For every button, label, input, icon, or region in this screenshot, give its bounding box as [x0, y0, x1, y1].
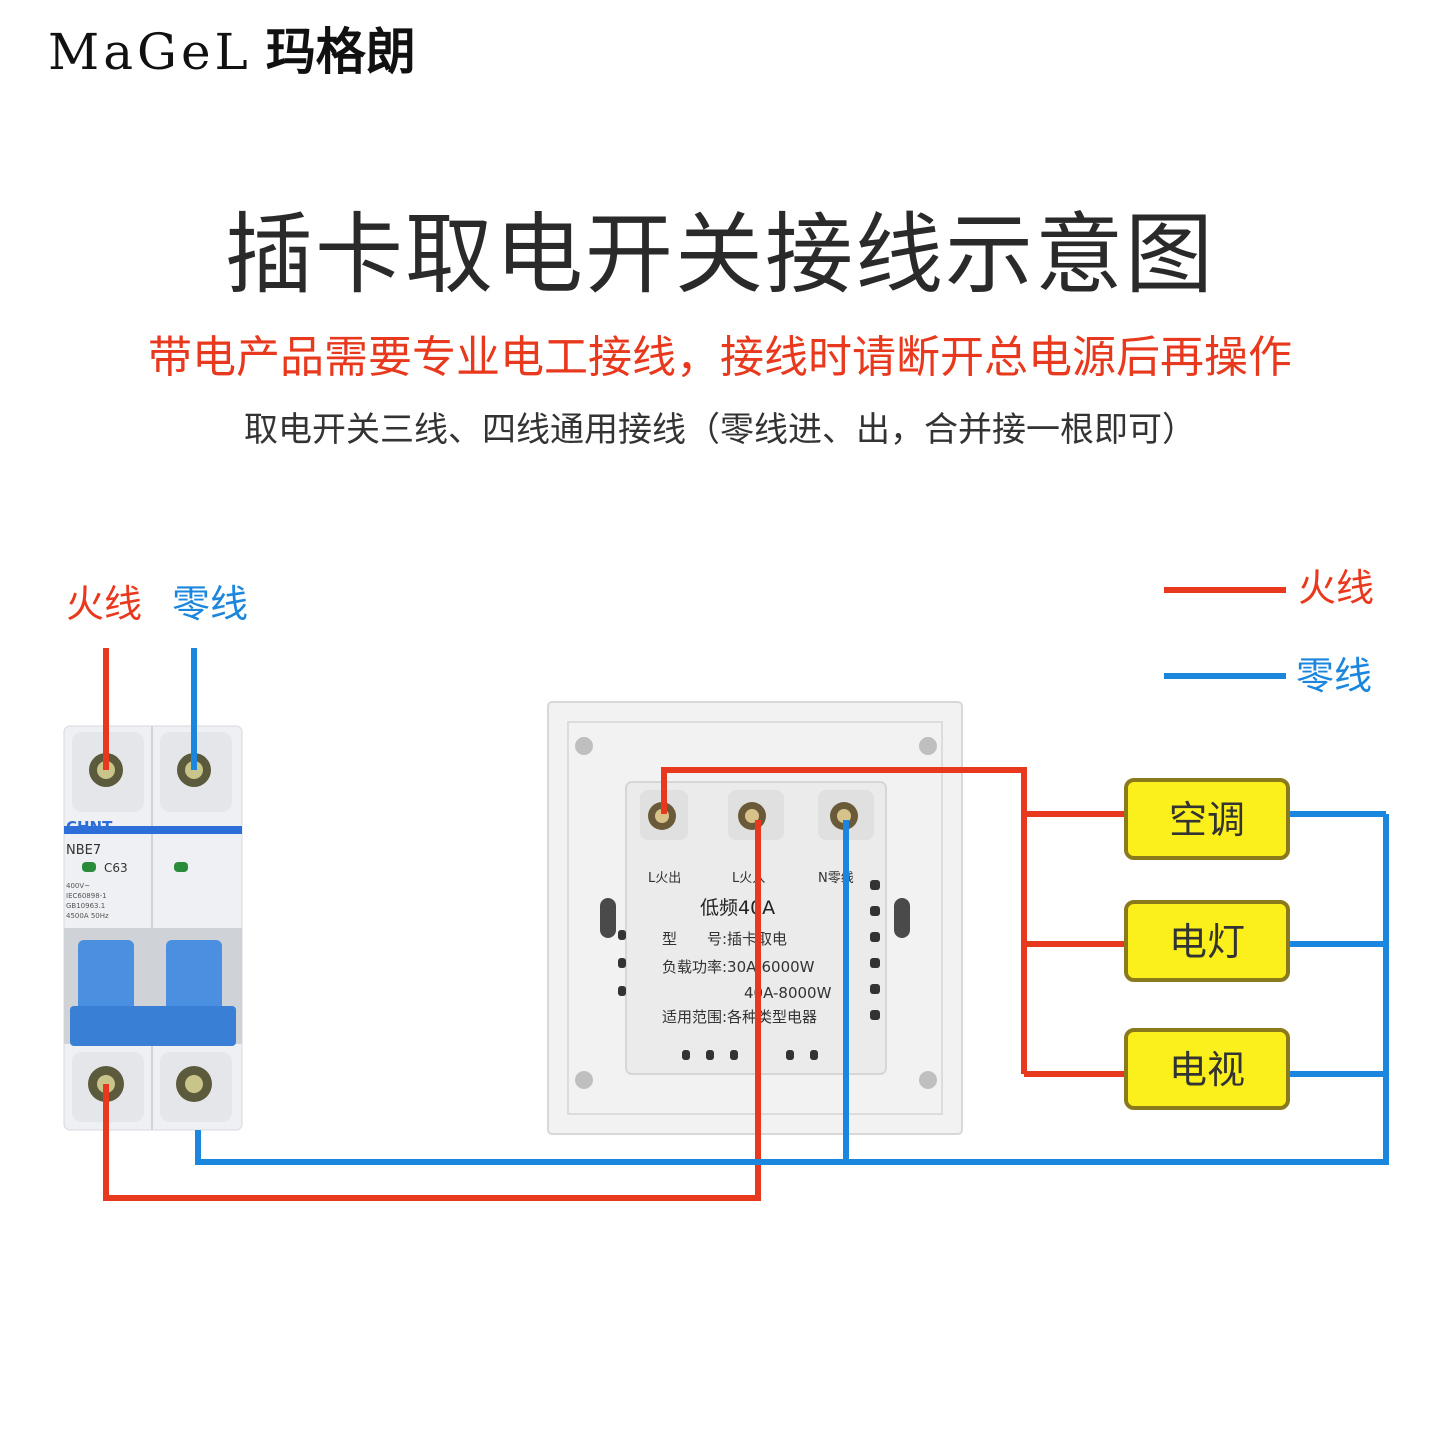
circuit-breaker: CHNT NBE7 C63 400V~ IEC60898-1 GB10963.1… — [63, 725, 243, 1131]
brand-cjk: 玛格朗 — [265, 23, 416, 81]
breaker-blue-band — [64, 826, 242, 834]
legend-live-label: 火线 — [1298, 566, 1375, 610]
page-title: 插卡取电开关接线示意图 — [224, 203, 1215, 306]
breaker-screw-bottom-right-core — [185, 1075, 203, 1093]
breaker-spec-4: 4500A 50Hz — [66, 912, 109, 920]
breaker-spec-3: GB10963.1 — [66, 902, 105, 910]
load-label-tv: 电视 — [1169, 1048, 1245, 1092]
breaker-rating: C63 — [104, 861, 128, 875]
wire-live-to-switch-in — [103, 820, 761, 1201]
load-label-light: 电灯 — [1169, 920, 1245, 964]
switch-model-label: 型 号:插卡取电 — [662, 930, 787, 948]
switch-screw-n-core — [837, 809, 851, 823]
loads: 空调 电灯 电视 — [1124, 778, 1290, 1110]
breaker-lever-right — [166, 940, 222, 1024]
switch-mount-slot-right — [894, 898, 910, 938]
switch-screw-in-core — [745, 809, 759, 823]
breaker-neutral-label: 零线 — [172, 582, 249, 626]
switch-corner-hole-bl — [575, 1071, 593, 1089]
breaker-indicator-left — [82, 862, 96, 872]
switch-frequency-label: 低频40A — [700, 897, 775, 919]
breaker-spec-2: IEC60898-1 — [66, 892, 107, 900]
switch-range-label: 适用范围:各种类型电器 — [662, 1008, 817, 1026]
breaker-indicator-right — [174, 862, 188, 872]
switch-power-label-2: 40A-8000W — [744, 984, 832, 1002]
load-box-light — [1124, 900, 1290, 982]
wiring-note: 取电开关三线、四线通用接线（零线进、出，合并接一根即可） — [244, 410, 1196, 450]
load-box-tv — [1124, 1028, 1290, 1110]
switch-mount-slot-left — [600, 898, 616, 938]
switch-corner-hole-tl — [575, 737, 593, 755]
brand-latin: MaGeL — [48, 23, 252, 81]
breaker-lever-left — [78, 940, 134, 1024]
breaker-model: NBE7 — [66, 843, 101, 858]
switch-corner-hole-br — [919, 1071, 937, 1089]
load-label-aircon: 空调 — [1169, 798, 1245, 842]
legend-neutral-label: 零线 — [1296, 654, 1373, 698]
switch-corner-hole-tr — [919, 737, 937, 755]
switch-vent-slots — [618, 880, 880, 1060]
wire-live-out-bus — [661, 767, 1027, 1074]
breaker-lever-bar — [70, 1006, 236, 1046]
breaker-brand: CHNT — [66, 818, 113, 836]
wires — [103, 587, 1389, 1201]
breaker-live-label: 火线 — [66, 582, 143, 626]
wire-neutral-bus — [195, 814, 1389, 1165]
breaker-spec-1: 400V~ — [66, 882, 90, 890]
switch-terminal-out-label: L火出 — [648, 871, 681, 886]
safety-warning: 带电产品需要专业电工接线，接线时请断开总电源后再操作 — [148, 332, 1292, 383]
load-box-aircon — [1124, 778, 1290, 860]
switch-power-label: 负载功率:30A-6000W — [662, 958, 815, 976]
